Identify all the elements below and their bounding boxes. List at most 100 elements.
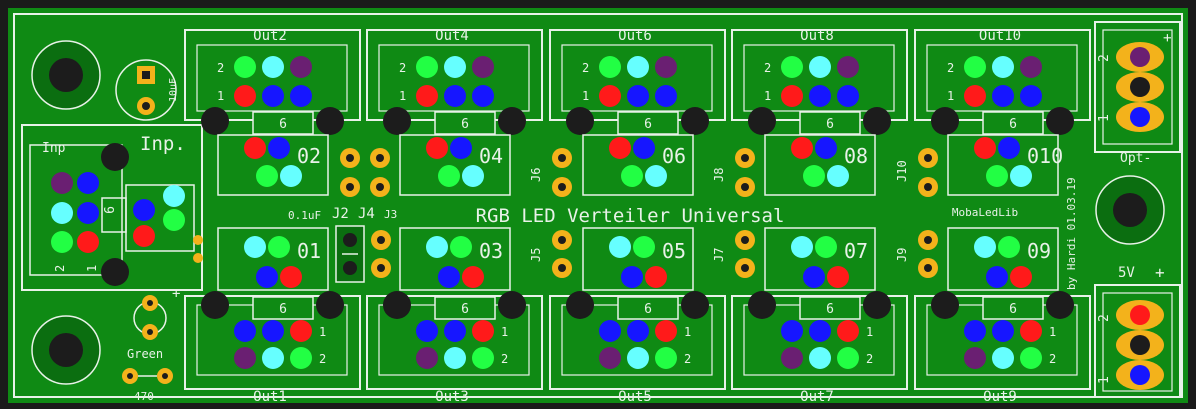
connector-mount-hole xyxy=(201,107,229,135)
led-dot xyxy=(992,85,1014,107)
connector-mount-hole xyxy=(566,107,594,135)
pin-number: 2 xyxy=(319,352,326,366)
led-dot xyxy=(444,56,466,78)
led-dot xyxy=(163,185,185,207)
terminal-led xyxy=(1130,305,1150,325)
pin-six-label: 6 xyxy=(826,302,834,317)
led-dot xyxy=(809,56,831,78)
jumper-j2 xyxy=(335,225,365,283)
out-label-top: Out4 xyxy=(435,28,469,44)
led-dot xyxy=(974,137,996,159)
mounting-hole-top-left xyxy=(31,40,101,110)
led-green-plus: + xyxy=(172,286,180,302)
pin-number: 1 xyxy=(582,89,589,103)
board-outline xyxy=(13,13,1183,398)
pad-hole xyxy=(741,264,749,272)
led-dot xyxy=(633,236,655,258)
out-label-bottom: Out9 xyxy=(983,389,1017,405)
copper-pad xyxy=(193,253,203,263)
led-dot xyxy=(655,56,677,78)
led-dot xyxy=(986,266,1008,288)
led-dot xyxy=(655,320,677,342)
led-dot xyxy=(781,56,803,78)
led-dot xyxy=(244,236,266,258)
out-label-top: Out8 xyxy=(800,28,834,44)
led-dot xyxy=(472,56,494,78)
led-dot xyxy=(599,85,621,107)
connector-mount-hole xyxy=(1046,291,1074,319)
led-dot xyxy=(77,172,99,194)
connector-mount-hole xyxy=(931,107,959,135)
led-dot xyxy=(809,347,831,369)
connector-mount-hole xyxy=(383,291,411,319)
led-dot xyxy=(244,137,266,159)
jumper-j5: J5 xyxy=(529,230,572,278)
led-dot xyxy=(262,320,284,342)
led-dot xyxy=(1010,266,1032,288)
led-dot xyxy=(262,347,284,369)
led-dot xyxy=(803,165,825,187)
connector-mount-hole xyxy=(316,107,344,135)
led-dot xyxy=(621,165,643,187)
terminal-led xyxy=(1130,107,1150,127)
led-dot xyxy=(986,165,1008,187)
led-dot xyxy=(133,199,155,221)
led-dot xyxy=(472,85,494,107)
channel-bottom-1: 01 xyxy=(217,227,329,291)
jumper-label: J9 xyxy=(895,248,909,262)
led-dot xyxy=(426,236,448,258)
led-dot xyxy=(964,56,986,78)
connector-mount-hole xyxy=(748,107,776,135)
moba-label: MobaLedLib xyxy=(952,206,1018,219)
out-label-bottom: Out5 xyxy=(618,389,652,405)
led-dot xyxy=(51,172,73,194)
led-dot xyxy=(444,85,466,107)
top-output-row: Out221602Out421604Out621606Out821608Out1… xyxy=(184,28,1091,196)
jumper-label: J10 xyxy=(895,160,909,182)
pin-number: 1 xyxy=(217,89,224,103)
input-leds xyxy=(51,143,203,286)
pin-number: 1 xyxy=(684,325,691,339)
connector-mount-hole xyxy=(383,107,411,135)
led-dot xyxy=(599,56,621,78)
led-dot xyxy=(781,347,803,369)
led-dot xyxy=(1020,56,1042,78)
led-green-label: Green xyxy=(127,347,163,361)
connector-mount-hole xyxy=(498,107,526,135)
jumper-j8: J8 xyxy=(712,148,755,197)
out-label-bottom: Out7 xyxy=(800,389,834,405)
jumper-label: J8 xyxy=(712,168,726,182)
pin-number: 2 xyxy=(501,352,508,366)
pin-number: 1 xyxy=(399,89,406,103)
led-dot xyxy=(837,320,859,342)
board-title: RGB LED Verteiler Universal xyxy=(476,205,785,227)
led-dot xyxy=(234,56,256,78)
pad-hole xyxy=(924,183,932,191)
pin-number: 2 xyxy=(217,61,224,75)
led-dot xyxy=(438,266,460,288)
led-dot xyxy=(791,236,813,258)
pin-number: 2 xyxy=(582,61,589,75)
top-terminal-pads xyxy=(1116,42,1164,132)
channel-number: 07 xyxy=(844,239,868,263)
pin-number: 1 xyxy=(501,325,508,339)
out-label-top: Out10 xyxy=(979,28,1021,44)
led-dot xyxy=(992,56,1014,78)
led-dot xyxy=(627,85,649,107)
channel-bottom-4: 07 xyxy=(764,227,876,291)
jumper-j3 xyxy=(371,230,391,278)
led-dot xyxy=(472,320,494,342)
led-dot xyxy=(627,320,649,342)
connector-mount-hole xyxy=(681,291,709,319)
led-dot xyxy=(133,225,155,247)
jumper-top-left xyxy=(340,148,390,197)
led-dot xyxy=(627,347,649,369)
jumper-j7: J7 xyxy=(712,230,755,278)
